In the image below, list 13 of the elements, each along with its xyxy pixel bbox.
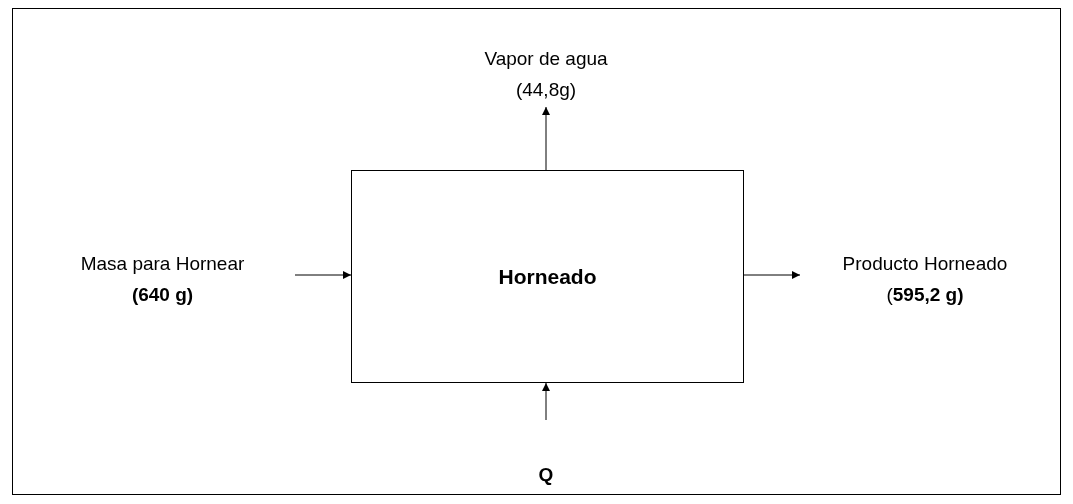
stream-label: Producto Horneado (842, 252, 1008, 276)
arrow (542, 382, 550, 421)
arrow (743, 271, 801, 279)
arrow (294, 271, 352, 279)
stream-label: Vapor de agua (484, 47, 608, 71)
arrow (542, 106, 550, 171)
stream-label: Masa para Hornear (80, 252, 245, 276)
mass-value: (595,2 g) (886, 283, 964, 307)
process-label: Horneado (498, 264, 597, 290)
mass-value: (640 g) (131, 283, 194, 307)
heat-label: Q (538, 463, 554, 487)
mass-value: (44,8g) (515, 78, 577, 102)
process-box (351, 170, 744, 383)
